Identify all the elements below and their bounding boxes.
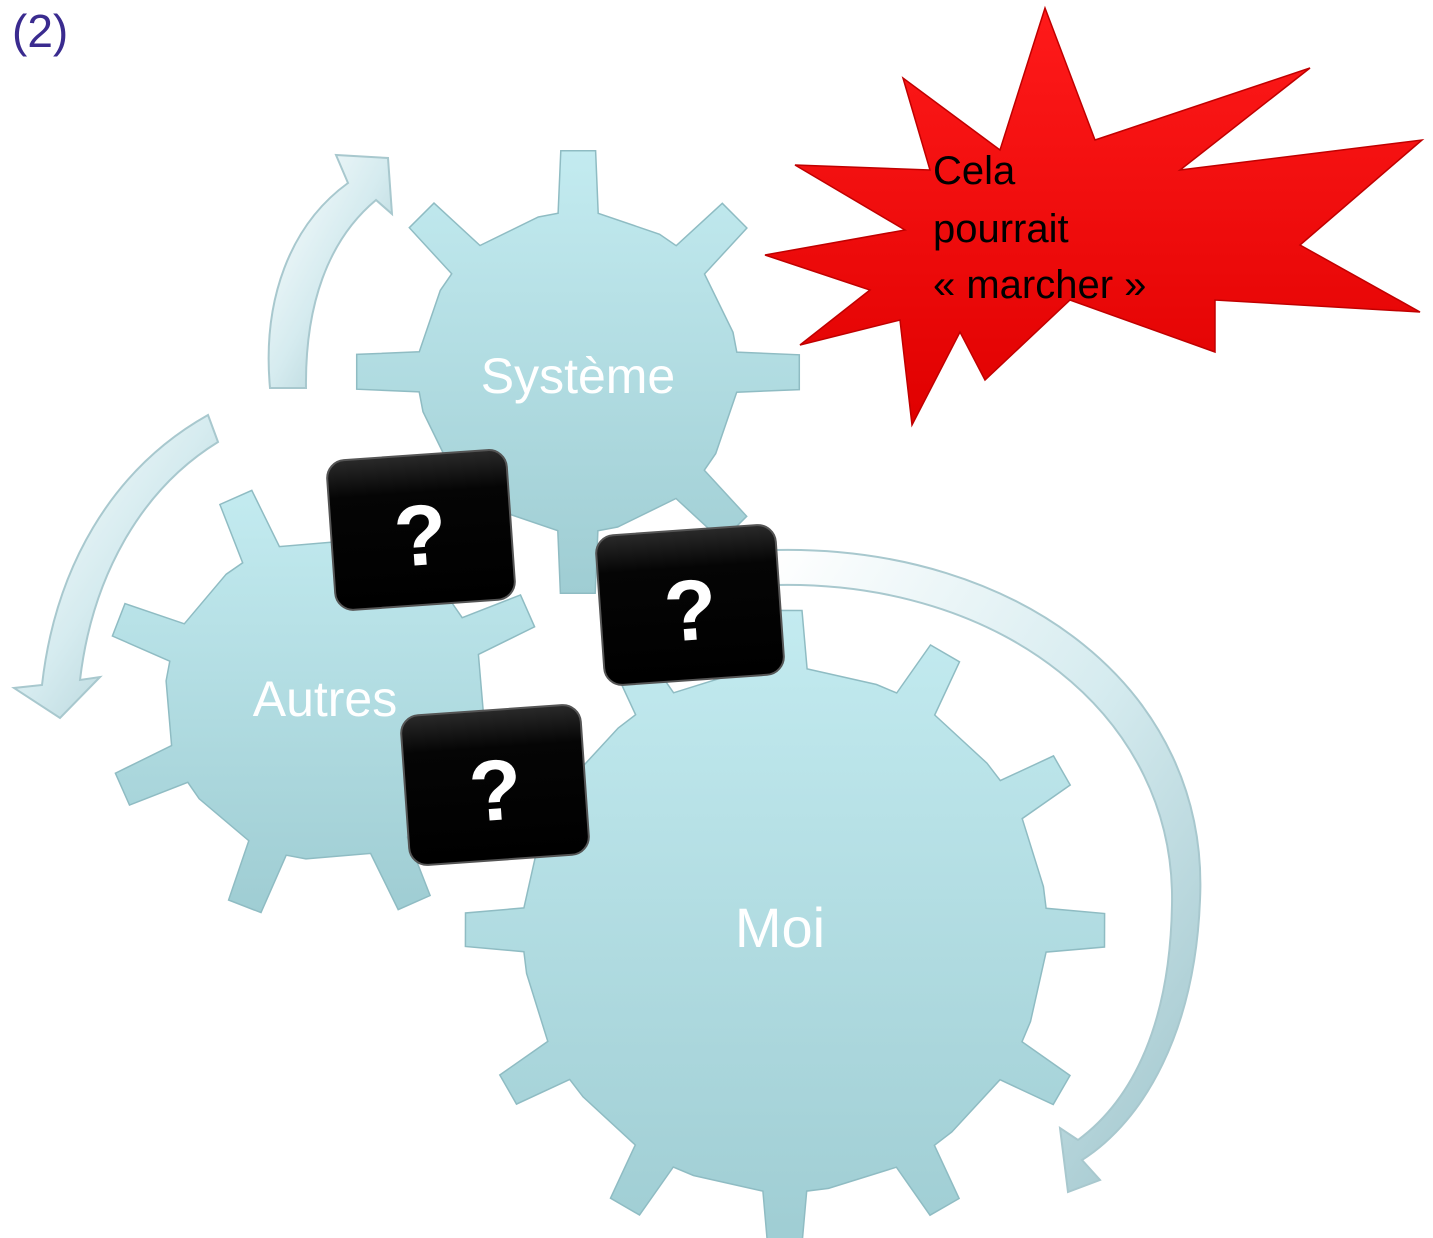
question-box-2: ? — [595, 524, 785, 686]
arrow-top-left — [267, 153, 394, 389]
starburst-callout: Cela pourrait « marcher » — [764, 5, 1425, 428]
starburst-line-2: pourrait — [933, 207, 1069, 251]
starburst-line-1: Cela — [933, 149, 1016, 193]
starburst-line-3: « marcher » — [933, 263, 1146, 307]
question-mark-2: ? — [661, 561, 720, 660]
gear-label-autres: Autres — [253, 671, 398, 727]
question-mark-3: ? — [466, 741, 525, 840]
gear-label-systeme: Système — [481, 348, 676, 404]
question-box-1: ? — [326, 449, 516, 611]
arrow-right — [774, 548, 1202, 1194]
question-mark-1: ? — [391, 486, 450, 585]
question-box-3: ? — [400, 704, 590, 866]
starburst-shape — [764, 5, 1425, 428]
slide-number: (2) — [12, 5, 69, 57]
gear-label-moi: Moi — [735, 896, 825, 959]
cycle-arrows — [11, 153, 1202, 1194]
arrow-left — [11, 413, 220, 720]
